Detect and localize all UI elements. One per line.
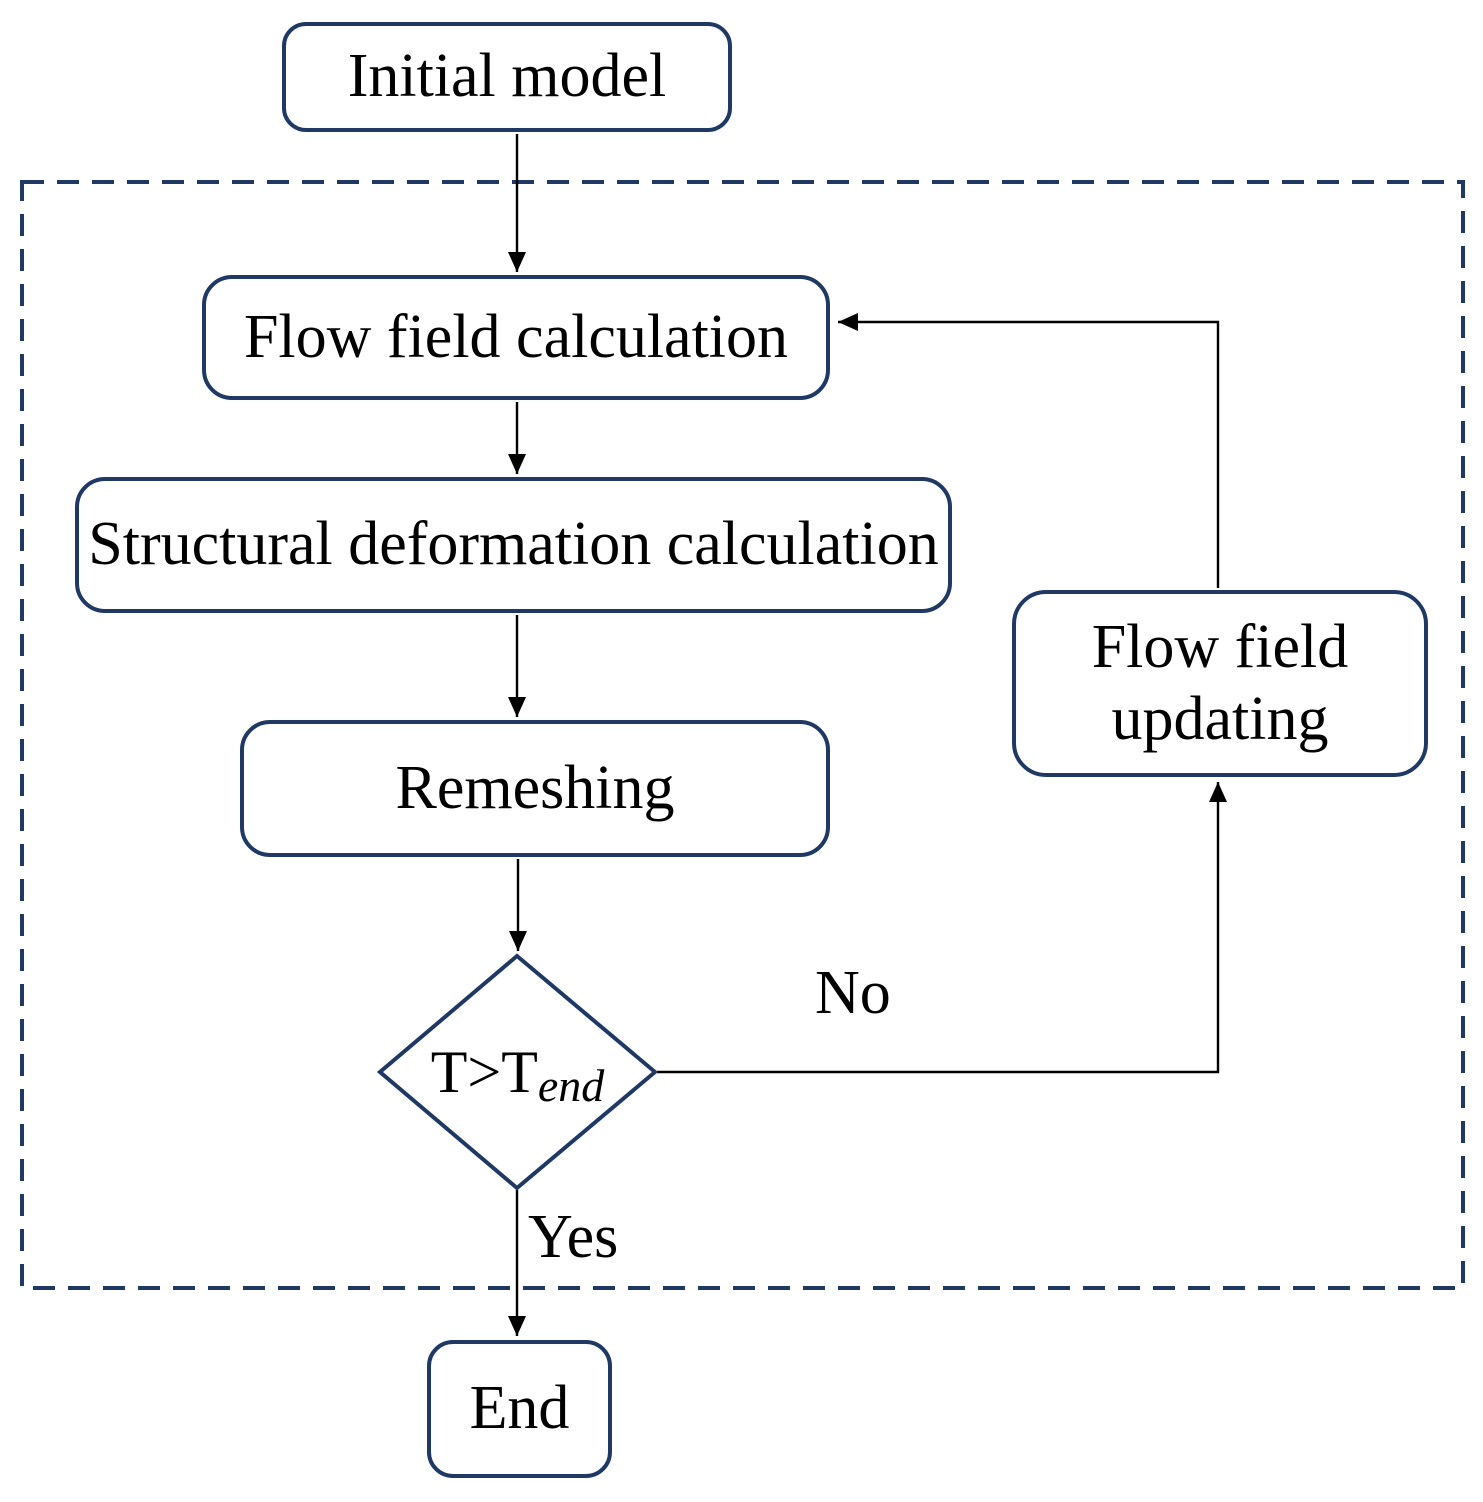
- initial-model-label: Initial model: [347, 42, 667, 111]
- decision-diamond-shape: [376, 953, 659, 1191]
- structural-deformation-calculation-box: Structural deformation calculation: [75, 477, 952, 613]
- arrow-updating-to-flowfield: [838, 313, 1220, 588]
- flow-field-calculation-box: Flow field calculation: [202, 275, 830, 400]
- flow-field-calculation-label: Flow field calculation: [243, 302, 789, 371]
- decision-condition-text: T>T: [430, 1038, 538, 1105]
- decision-condition-subscript: end: [537, 1059, 605, 1111]
- arrow-decision-no-to-updating: [657, 782, 1227, 1074]
- remeshing-box: Remeshing: [240, 720, 830, 857]
- dashed-boundary: [20, 180, 1465, 1290]
- yes-edge-label: Yes: [528, 1203, 619, 1271]
- remeshing-label: Remeshing: [395, 753, 675, 822]
- structural-deformation-calculation-label: Structural deformation calculation: [88, 510, 939, 579]
- initial-model-box: Initial model: [282, 22, 732, 132]
- no-edge-label: No: [815, 959, 891, 1027]
- flow-field-updating-box: Flow field updating: [1012, 590, 1428, 777]
- end-box: End: [427, 1340, 612, 1478]
- end-label: End: [469, 1374, 570, 1443]
- flow-field-updating-label: Flow field updating: [1091, 613, 1349, 753]
